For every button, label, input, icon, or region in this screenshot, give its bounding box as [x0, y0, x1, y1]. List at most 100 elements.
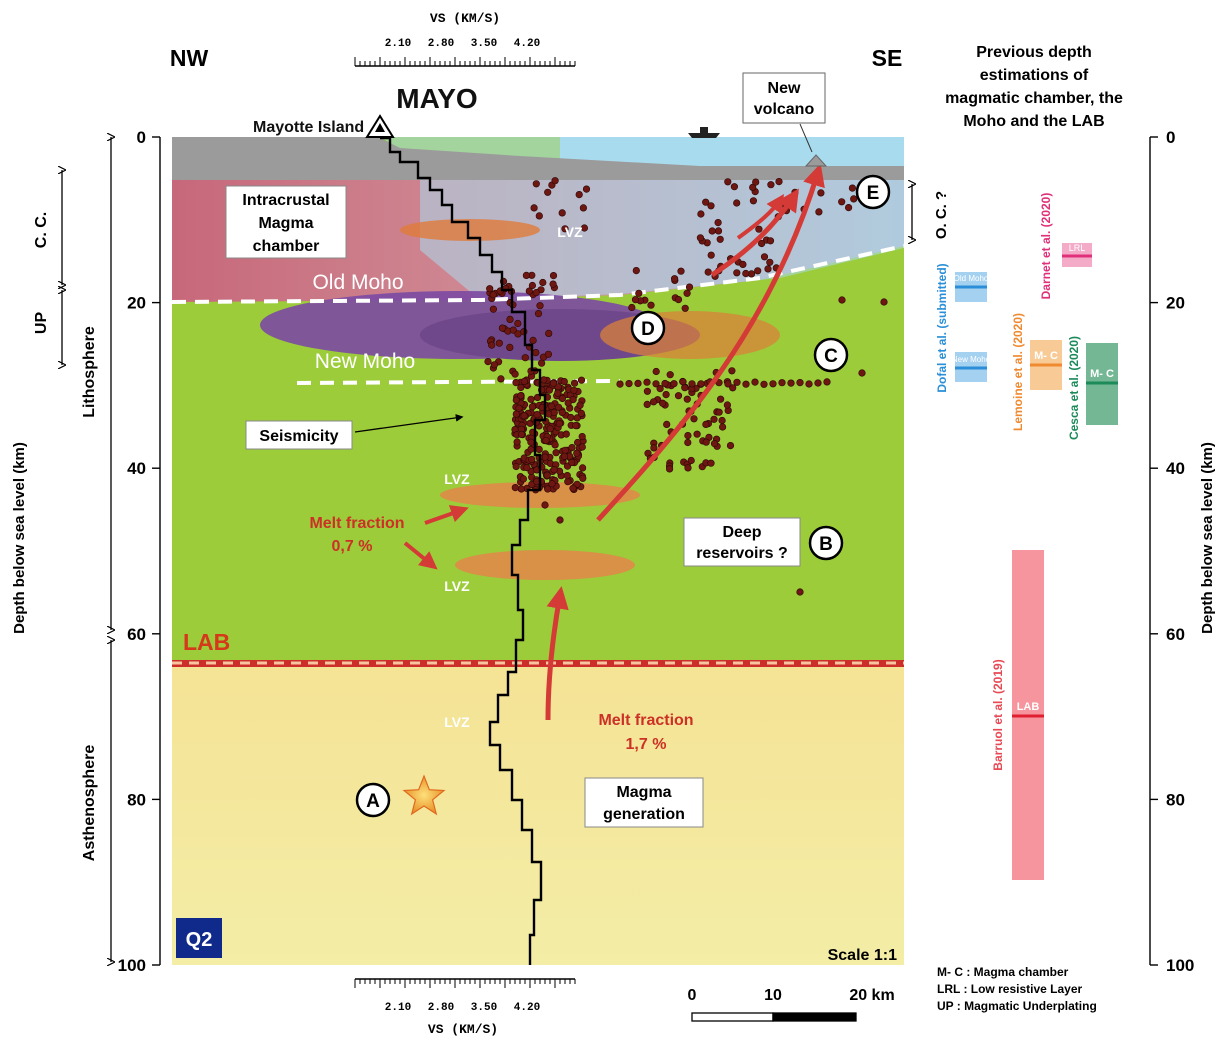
- earthquake-dot: [752, 178, 760, 186]
- earthquake-dot: [523, 464, 531, 472]
- earthquake-dot: [838, 296, 846, 304]
- new-volcano-label-2: volcano: [754, 101, 815, 118]
- marker-a: A: [355, 782, 391, 818]
- earthquake-dot: [656, 385, 664, 393]
- earthquake-dot: [688, 380, 696, 388]
- earthquake-dot: [742, 380, 750, 388]
- earthquake-dot: [844, 204, 853, 212]
- earthquake-dot: [564, 399, 572, 407]
- earthquake-dot: [723, 401, 732, 409]
- new-moho-label: New Moho: [315, 350, 415, 373]
- earthquake-dot: [710, 440, 719, 448]
- earthquake-dot: [647, 301, 655, 309]
- earthquake-dot: [769, 380, 777, 388]
- melt-lower-label-1: Melt fraction: [598, 712, 693, 729]
- earthquake-dot: [512, 379, 520, 387]
- seismicity-label: Seismicity: [259, 428, 338, 445]
- earthquake-dot: [544, 485, 552, 493]
- vs-axis-bottom: 2.10 2.80 3.50 4.20: [354, 978, 576, 1014]
- lvz-label-asthenosphere: LVZ: [444, 714, 470, 730]
- earthquake-dot: [643, 387, 652, 395]
- earthquake-dot: [544, 188, 552, 196]
- earthquake-dot: [561, 446, 569, 454]
- earthquake-dot: [697, 380, 705, 388]
- svg-text:2.80: 2.80: [428, 38, 454, 50]
- earthquake-dot: [683, 395, 691, 403]
- earthquake-dot: [551, 441, 559, 449]
- earthquake-dot: [815, 208, 823, 216]
- cc-label: C. C.: [33, 212, 50, 248]
- magma-generation-box: [584, 777, 704, 828]
- earthquake-dot: [520, 377, 529, 386]
- earthquake-dot: [547, 402, 556, 410]
- station-triangle-icon: [365, 114, 395, 138]
- earthquake-dot: [530, 204, 538, 212]
- mayotte-island-label: Mayotte Island: [253, 119, 364, 136]
- earthquake-dot: [558, 408, 566, 417]
- svg-text:2.80: 2.80: [428, 1002, 454, 1014]
- earthquake-dot: [563, 472, 571, 480]
- earthquake-dot: [649, 398, 658, 406]
- earthquake-dot: [528, 403, 537, 411]
- earthquake-dot: [497, 375, 505, 383]
- right-tick-label: 40: [1166, 459, 1185, 478]
- svg-text:B: B: [819, 534, 833, 555]
- earthquake-dot: [536, 302, 544, 310]
- earthquake-dot: [684, 464, 692, 472]
- earthquake-dot: [535, 212, 543, 220]
- darnet-lrl-text: LRL: [1069, 243, 1086, 253]
- earthquake-dot: [577, 376, 586, 384]
- earthquake-dot: [554, 389, 562, 397]
- left-tick-label: 20: [127, 294, 146, 313]
- earthquake-dot: [778, 379, 786, 387]
- q2-label: Q2: [186, 929, 213, 951]
- earthquake-dot: [558, 394, 567, 403]
- earthquake-dot: [708, 227, 716, 235]
- earthquake-dot: [555, 420, 564, 428]
- marker-e: E: [855, 174, 891, 210]
- earthquake-dot: [724, 178, 732, 186]
- earthquake-dot: [511, 370, 519, 378]
- earthquake-dot: [625, 380, 633, 388]
- right-axis-title: Depth below sea level (km): [1199, 442, 1216, 634]
- seismicity-cloud: [484, 177, 888, 596]
- earthquake-dot: [616, 380, 624, 388]
- seismicity-pointer: [354, 414, 464, 433]
- earthquake-dot: [578, 443, 586, 451]
- earthquake-dot: [520, 412, 528, 420]
- darnet-study-label: Darnet et al. (2020): [1039, 193, 1053, 300]
- marker-b: B: [808, 525, 844, 561]
- earthquake-dot: [707, 251, 715, 259]
- earthquake-dot: [488, 341, 496, 349]
- earthquake-dot: [650, 444, 658, 452]
- earthquake-dot: [567, 413, 575, 422]
- earthquake-dot: [537, 359, 546, 367]
- earthquake-dot: [658, 399, 667, 407]
- earthquake-dot: [517, 383, 525, 392]
- ship-icon: [688, 127, 720, 138]
- earthquake-dot: [517, 430, 526, 439]
- asthenosphere-label: Asthenosphere: [81, 745, 98, 862]
- earthquake-dot: [702, 420, 710, 429]
- left-tick-label: 80: [127, 790, 146, 809]
- earthquake-dot: [495, 339, 503, 347]
- earthquake-dot: [545, 386, 554, 394]
- old-moho-line: [171, 244, 905, 304]
- legend-mc: M- C : Magma chamber: [937, 965, 1069, 979]
- earthquake-dot: [749, 183, 757, 191]
- se-label: SE: [872, 45, 903, 71]
- earthquake-dot: [662, 391, 670, 399]
- earthquake-dot: [543, 471, 551, 479]
- earthquake-dot: [582, 185, 591, 193]
- earthquake-dot: [552, 449, 560, 457]
- svg-text:C: C: [824, 346, 838, 367]
- earthquake-dot: [718, 423, 727, 431]
- left-tick-label: 60: [127, 625, 146, 644]
- earthquake-dot: [791, 188, 799, 196]
- earthquake-dot: [542, 436, 550, 445]
- earthquake-dot: [715, 408, 723, 416]
- deep-reservoirs-box: [683, 517, 801, 567]
- dofal-study-label: Dofal et al. (submitted): [935, 263, 949, 392]
- earthquake-dot: [527, 395, 535, 403]
